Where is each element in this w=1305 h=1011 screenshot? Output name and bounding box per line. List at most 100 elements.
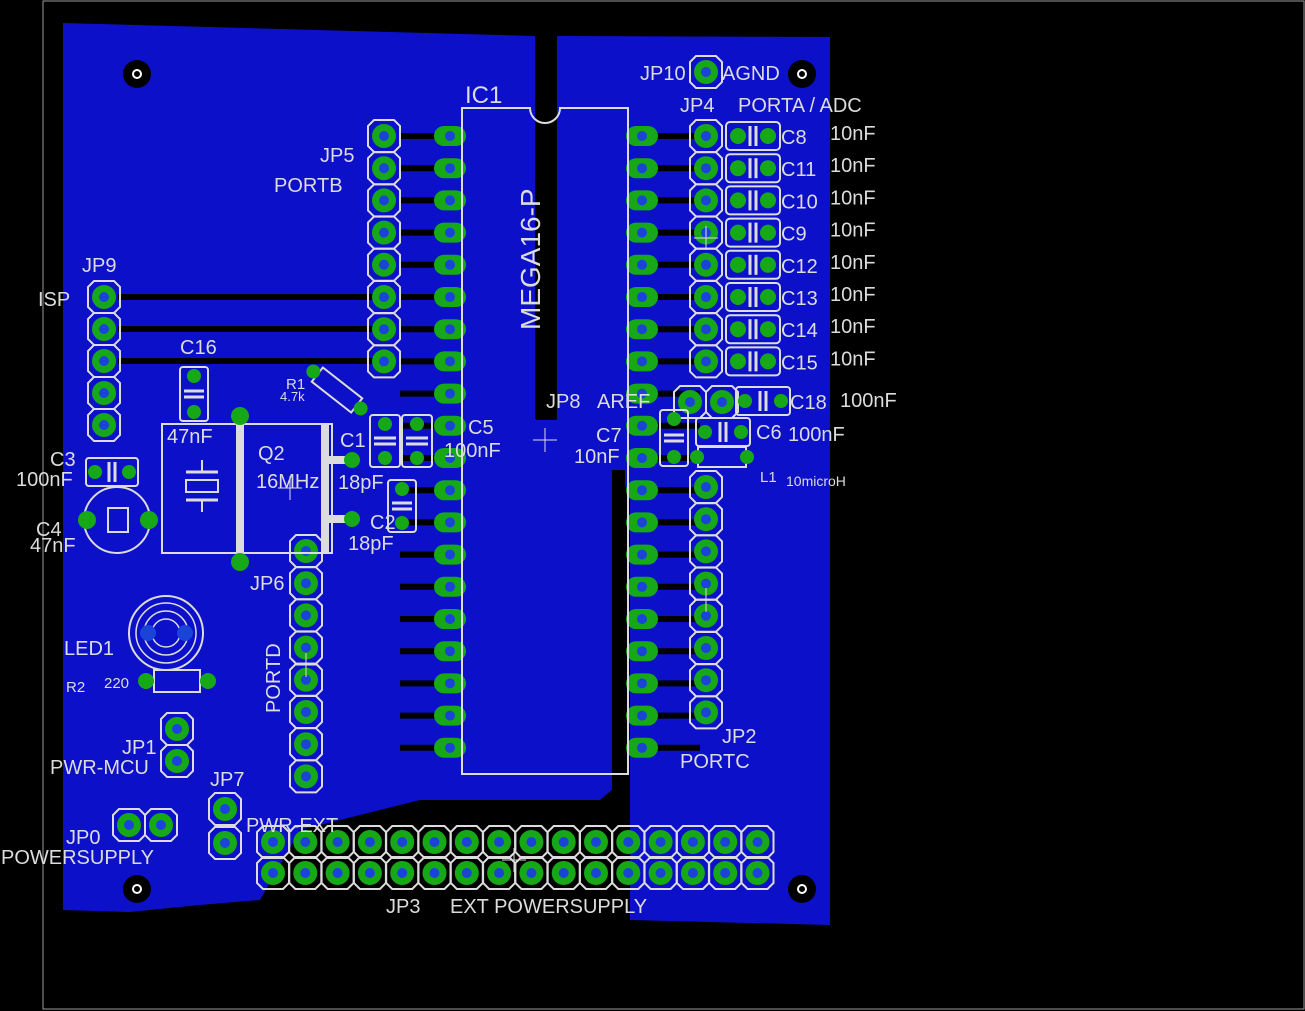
- jp7-pin-drill: [220, 804, 230, 814]
- pwr-mcu-label: PWR-MCU: [50, 757, 149, 779]
- jp2-pin-drill: [701, 675, 711, 686]
- ic1-pin-right-drill: [637, 646, 647, 657]
- jp2-pin-drill: [701, 514, 711, 525]
- jp5-pin-drill: [379, 195, 389, 206]
- c5-value: 100nF: [444, 440, 501, 462]
- adc-cap-c8: C8 10nF: [725, 121, 876, 151]
- ic1-package: IC1 MEGA16-P: [461, 82, 629, 775]
- jp7-label: JP7: [210, 769, 244, 791]
- jp9-pin-outline: [87, 408, 121, 442]
- jp3-pin-outline: [320, 856, 355, 890]
- adc-cap-value: 10nF: [830, 123, 876, 145]
- ic1-pin-right-drill: [637, 163, 647, 174]
- jp2-label: JP2: [722, 726, 756, 748]
- jp3-pin-drill: [591, 868, 601, 878]
- portb-label: PORTB: [274, 175, 343, 197]
- jp3-pin-drill: [623, 868, 634, 878]
- r2-resistor: [138, 669, 216, 693]
- jp5-pin-drill: [379, 259, 389, 270]
- led1-label: LED1: [64, 638, 114, 660]
- jp3-pin-drill: [332, 868, 343, 878]
- jp3-pin-drill: [558, 868, 569, 878]
- r1-label: R1: [286, 376, 305, 393]
- jp3-pin-drill: [364, 868, 375, 878]
- ic1-pin-left-drill: [445, 163, 455, 174]
- jp5-pin-drill: [379, 131, 389, 141]
- ic1-pin-right-drill: [637, 388, 647, 399]
- jp5-pin-drill: [379, 324, 389, 335]
- agnd-label: AGND: [722, 63, 780, 85]
- ic1-pin-right-drill: [637, 324, 647, 335]
- jp3-pin-drill: [461, 837, 472, 847]
- aref-label: AREF: [597, 391, 650, 413]
- adc-cap-name: C13: [781, 288, 818, 310]
- c7-cap: [659, 409, 689, 467]
- ext-powersupply-label: EXT POWERSUPPLY: [450, 896, 647, 918]
- l1-inductor: [690, 446, 754, 468]
- ic1-label: IC1: [465, 82, 502, 109]
- jp10-label: JP10: [640, 63, 686, 85]
- jp0-label: JP0: [66, 827, 100, 849]
- c16-value: 47nF: [167, 426, 213, 448]
- origin-cross: [502, 848, 526, 872]
- jp8-pin-drill: [685, 397, 695, 407]
- jp6-pin-drill: [301, 771, 311, 782]
- adc-cap-name: C11: [781, 159, 816, 181]
- portc-label: PORTC: [680, 751, 750, 773]
- jp3-pin-drill: [429, 837, 440, 847]
- jp8-label: JP8: [546, 391, 580, 413]
- jp4-pin-drill: [701, 195, 711, 206]
- jp5-pin-drill: [379, 292, 389, 302]
- c1-label: C1: [340, 430, 366, 452]
- origin-cross: [278, 476, 302, 500]
- jp4-pin-drill: [701, 163, 711, 174]
- l1-value: 10microH: [786, 473, 846, 489]
- jp3-pin-outline: [256, 856, 290, 890]
- c4-pad: [78, 511, 96, 529]
- q2-pad: [344, 511, 360, 527]
- jp3-pin-outline: [288, 856, 323, 890]
- jp3-pin-drill: [655, 837, 666, 847]
- jp3-pin-outline: [352, 856, 387, 890]
- jp1-label: JP1: [122, 737, 156, 759]
- jp2-pin-drill: [701, 610, 711, 621]
- jp3-pin-drill: [558, 837, 569, 847]
- mounting-hole: [123, 60, 151, 88]
- r2-label: R2: [66, 679, 85, 696]
- jp9-pin-drill: [99, 388, 109, 398]
- ic1-pin-right-drill: [637, 227, 647, 238]
- c2-label: C2: [370, 512, 396, 534]
- adc-cap-name: C8: [781, 127, 807, 149]
- jp3-pin-drill: [268, 868, 278, 878]
- jp3-pin-drill: [720, 837, 731, 847]
- jp3-pin-outline: [546, 856, 581, 890]
- jp0-pin-outline: [144, 808, 178, 842]
- jp3-pin-drill: [397, 868, 408, 878]
- jp3-pin-drill: [461, 868, 472, 878]
- jp3-pin-drill: [526, 837, 537, 847]
- r1-value: 4.7k: [280, 389, 305, 404]
- ic1-pin-left-drill: [445, 678, 455, 689]
- ic1-pin-right-drill: [637, 742, 647, 753]
- jp3-pin-drill: [364, 837, 375, 847]
- jp3-pin-outline: [611, 856, 646, 890]
- jp4-pin-outline: [689, 344, 723, 379]
- jp3-pin-drill: [494, 868, 505, 878]
- jp6-pin-drill: [301, 642, 311, 653]
- jp3-label: JP3: [386, 896, 420, 918]
- r2-value: 220: [104, 675, 129, 692]
- q2-pad: [231, 407, 249, 425]
- adc-cap-c13: C13 10nF: [725, 282, 876, 312]
- ic1-pin-right-drill: [637, 581, 647, 592]
- mounting-hole: [123, 875, 151, 903]
- c3-value: 100nF: [16, 469, 73, 491]
- ic1-pin-right-drill: [637, 195, 647, 206]
- c6-value: 100nF: [788, 424, 845, 446]
- jp6-pin-drill: [301, 739, 311, 750]
- mounting-hole: [788, 60, 816, 88]
- ic1-pin-left-drill: [445, 517, 455, 528]
- adc-cap-value: 10nF: [830, 284, 876, 306]
